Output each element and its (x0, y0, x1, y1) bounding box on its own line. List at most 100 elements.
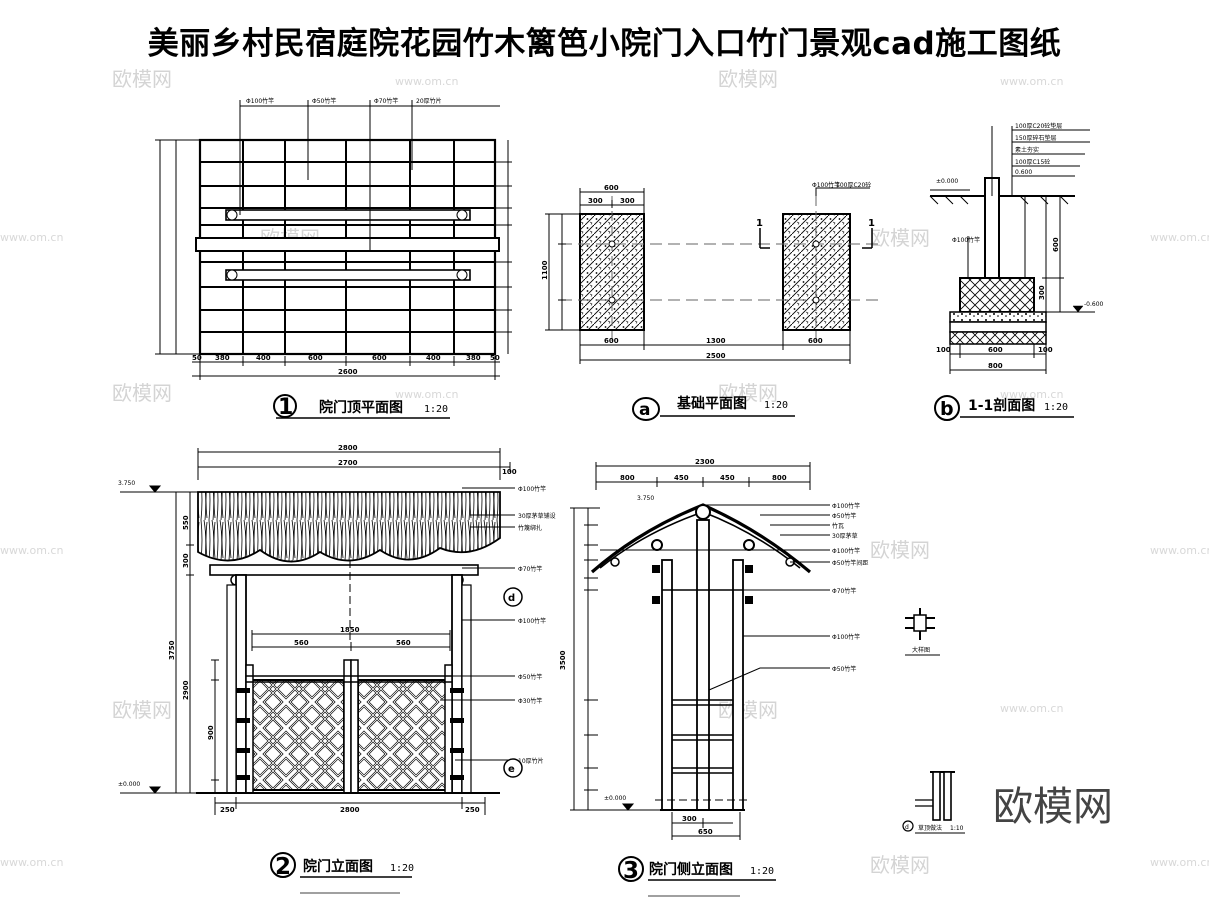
svg-text:450: 450 (674, 474, 689, 482)
watermark: 欧模网 (112, 67, 172, 91)
svg-text:1:20: 1:20 (1044, 402, 1068, 413)
svg-text:250: 250 (220, 806, 235, 814)
watermark: 欧模网 (870, 226, 930, 250)
watermark: 欧模网 (870, 853, 930, 877)
svg-text:3750: 3750 (168, 640, 176, 660)
svg-text:100厚C15砼: 100厚C15砼 (1015, 158, 1050, 166)
watermark: 欧模网 (112, 381, 172, 405)
svg-text:1100: 1100 (541, 260, 549, 280)
svg-text:10厚竹片: 10厚竹片 (518, 757, 544, 765)
watermark-url: www.om.cn (1150, 856, 1209, 869)
svg-text:1:10: 1:10 (950, 825, 964, 832)
svg-text:±0.000: ±0.000 (936, 178, 958, 185)
svg-text:Φ50竹竿: Φ50竹竿 (832, 665, 856, 673)
svg-text:300: 300 (682, 815, 697, 823)
svg-text:±0.000: ±0.000 (118, 781, 140, 788)
detail-c: 大样图 (905, 608, 940, 656)
svg-text:380: 380 (466, 354, 481, 362)
svg-text:Φ70竹竿: Φ70竹竿 (374, 97, 398, 105)
svg-text:550: 550 (182, 515, 190, 530)
svg-text:300: 300 (588, 197, 603, 205)
svg-text:100厚C20砼: 100厚C20砼 (836, 181, 871, 189)
foundation-plan-view: 600 300 300 Φ100竹竿 100厚C20砼 1 1 1100 600 (541, 181, 880, 421)
svg-text:1: 1 (756, 218, 763, 229)
svg-text:2300: 2300 (695, 458, 715, 466)
svg-text:600: 600 (1052, 237, 1060, 252)
svg-text:3500: 3500 (559, 650, 567, 670)
svg-text:1: 1 (278, 395, 293, 420)
svg-text:1:20: 1:20 (750, 866, 774, 877)
front-elevation-view: 2800 2700 100 3.750 ±0.000 3750 550 300 … (118, 444, 556, 894)
detail-d: d 草顶做法 1:10 (902, 771, 965, 834)
svg-text:100: 100 (936, 346, 951, 354)
svg-text:250: 250 (465, 806, 480, 814)
svg-text:d: d (508, 593, 515, 604)
watermark: 欧模网 (718, 698, 778, 722)
svg-text:1:20: 1:20 (764, 400, 788, 411)
svg-text:300: 300 (1038, 285, 1046, 300)
svg-text:2600: 2600 (338, 368, 358, 376)
svg-text:2900: 2900 (182, 680, 190, 700)
svg-text:100: 100 (502, 468, 517, 476)
view-label: 1-1剖面图 (968, 397, 1035, 414)
svg-text:600: 600 (988, 346, 1003, 354)
svg-text:2800: 2800 (340, 806, 360, 814)
svg-text:1:20: 1:20 (390, 863, 414, 874)
watermark: 欧模网 (870, 538, 930, 562)
watermark-url: www.om.cn (1150, 231, 1209, 244)
svg-text:900: 900 (207, 725, 215, 740)
watermark-url: www.om.cn (1150, 544, 1209, 557)
concrete-footing (959, 277, 1035, 313)
svg-text:300: 300 (620, 197, 635, 205)
svg-text:Φ100竹竿: Φ100竹竿 (832, 502, 860, 510)
svg-text:1300: 1300 (706, 337, 726, 345)
svg-text:30厚茅草铺设: 30厚茅草铺设 (518, 512, 556, 520)
svg-text:560: 560 (294, 639, 309, 647)
svg-text:50: 50 (192, 354, 202, 362)
svg-text:草顶做法: 草顶做法 (918, 824, 942, 832)
svg-text:大样图: 大样图 (912, 646, 930, 654)
svg-text:Φ50竹竿间距: Φ50竹竿间距 (832, 559, 868, 567)
svg-text:Φ100竹竿: Φ100竹竿 (518, 617, 546, 625)
brand-logo: 欧模网 (993, 784, 1113, 830)
view-label: 基础平面图 (677, 395, 747, 412)
svg-text:30厚茅草: 30厚茅草 (832, 532, 858, 540)
view-label: 院门侧立面图 (649, 861, 733, 878)
svg-text:2500: 2500 (706, 352, 726, 360)
svg-text:50: 50 (490, 354, 500, 362)
watermark-url: www.om.cn (1000, 702, 1063, 715)
svg-text:Φ100竹竿: Φ100竹竿 (246, 97, 274, 105)
svg-text:400: 400 (426, 354, 441, 362)
svg-text:1: 1 (868, 218, 875, 229)
side-elevation-view: 2300 800 450 450 800 3.750 3500 ±0.000 (559, 458, 868, 897)
svg-text:380: 380 (215, 354, 230, 362)
svg-text:2: 2 (275, 854, 291, 880)
svg-text:e: e (508, 764, 515, 775)
watermark-url: www.om.cn (0, 856, 63, 869)
svg-text:3.750: 3.750 (637, 495, 654, 502)
svg-text:Φ100竹竿: Φ100竹竿 (518, 485, 546, 493)
view-label: 院门顶平面图 (319, 399, 403, 416)
svg-text:0.600: 0.600 (1015, 169, 1032, 176)
svg-text:3.750: 3.750 (118, 480, 135, 487)
watermark-url: www.om.cn (0, 231, 63, 244)
svg-text:600: 600 (604, 337, 619, 345)
svg-text:Φ50竹竿: Φ50竹竿 (832, 512, 856, 520)
watermark-url: www.om.cn (395, 75, 458, 88)
svg-text:1850: 1850 (340, 626, 360, 634)
left-post (235, 574, 247, 794)
svg-text:Φ30竹竿: Φ30竹竿 (518, 697, 542, 705)
svg-text:300: 300 (182, 553, 190, 568)
svg-text:2700: 2700 (338, 459, 358, 467)
svg-text:100: 100 (1038, 346, 1053, 354)
svg-text:d: d (905, 824, 909, 831)
svg-text:150厚碎石垫层: 150厚碎石垫层 (1015, 134, 1056, 142)
svg-text:20厚竹片: 20厚竹片 (416, 97, 442, 105)
svg-text:a: a (639, 400, 650, 420)
svg-text:竹瓦: 竹瓦 (832, 522, 844, 530)
svg-text:600: 600 (808, 337, 823, 345)
gate-leaf-left (251, 679, 345, 791)
